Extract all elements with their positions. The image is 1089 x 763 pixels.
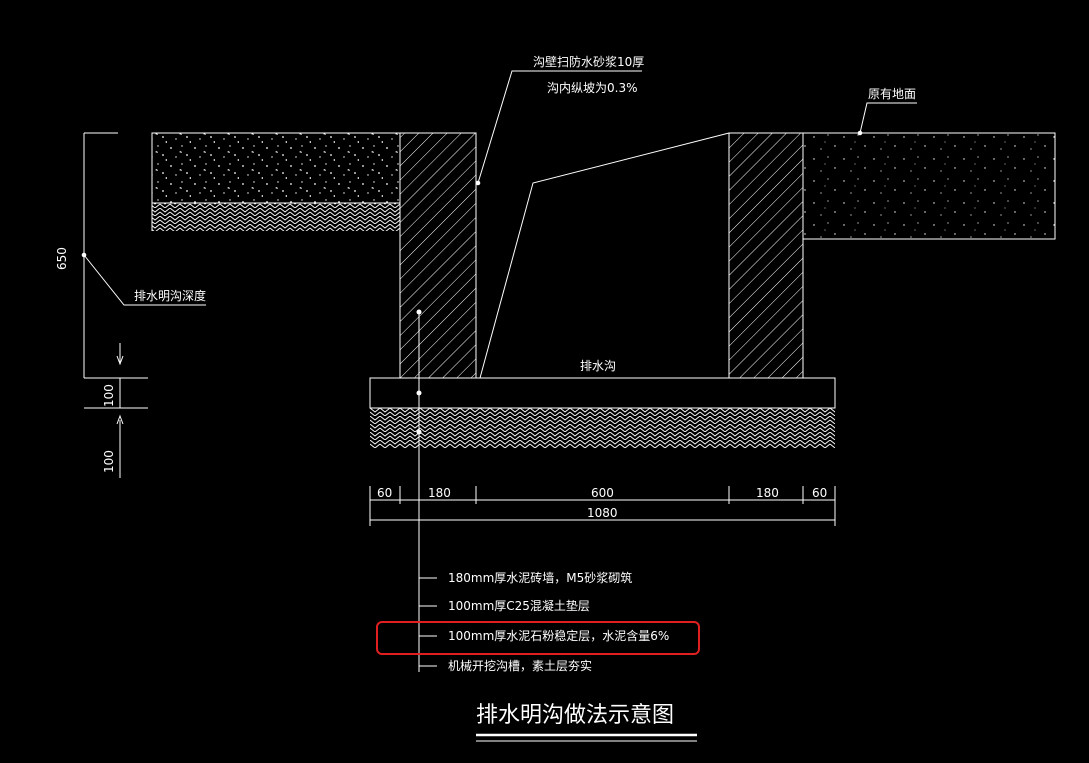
highlight-box[interactable] (376, 621, 700, 655)
dim-seg-5: 60 (812, 486, 827, 500)
left-wall (399, 132, 477, 379)
layer-callout-leader (418, 312, 437, 672)
bottom-dimension-chain (369, 486, 836, 526)
callout-dot-slab (416, 390, 422, 396)
layer-note-1: 180mm厚水泥砖墙，M5砂浆砌筑 (448, 570, 632, 585)
callout-dot-stabilized (416, 429, 422, 435)
dim-sub: 100 (102, 450, 116, 473)
leader-wall-plaster (475, 70, 642, 186)
dim-seg-4: 180 (756, 486, 779, 500)
leader-ditch-depth (81, 252, 206, 306)
dim-seg-1: 60 (377, 486, 392, 500)
label-original-ground: 原有地面 (868, 87, 916, 101)
callout-dot-wall (416, 309, 422, 315)
dim-seg-2: 180 (428, 486, 451, 500)
layer-note-2: 100mm厚C25混凝土垫层 (448, 598, 590, 613)
right-wall (728, 132, 804, 379)
dim-base: 100 (102, 384, 116, 407)
label-ditch-depth: 排水明沟深度 (134, 288, 206, 303)
drawing-title: 排水明沟做法示意图 (476, 703, 674, 728)
dim-depth: 650 (55, 247, 69, 270)
stabilized-layer (370, 408, 835, 448)
right-ground (802, 132, 1056, 240)
label-slope: 沟内纵坡为0.3% (547, 81, 638, 95)
layer-note-3: 100mm厚水泥石粉稳定层，水泥含量6% (448, 628, 669, 643)
label-ditch: 排水沟 (580, 359, 616, 373)
concrete-slab (369, 377, 836, 409)
label-wall-plaster: 沟壁扫防水砂浆10厚 (533, 54, 644, 69)
left-ground (151, 132, 401, 231)
layer-note-4: 机械开挖沟槽，素土层夯实 (448, 658, 592, 673)
ditch-slope-line (476, 132, 730, 379)
dim-seg-3: 600 (591, 486, 614, 500)
dim-total: 1080 (587, 506, 618, 520)
leader-original-ground (857, 102, 917, 136)
